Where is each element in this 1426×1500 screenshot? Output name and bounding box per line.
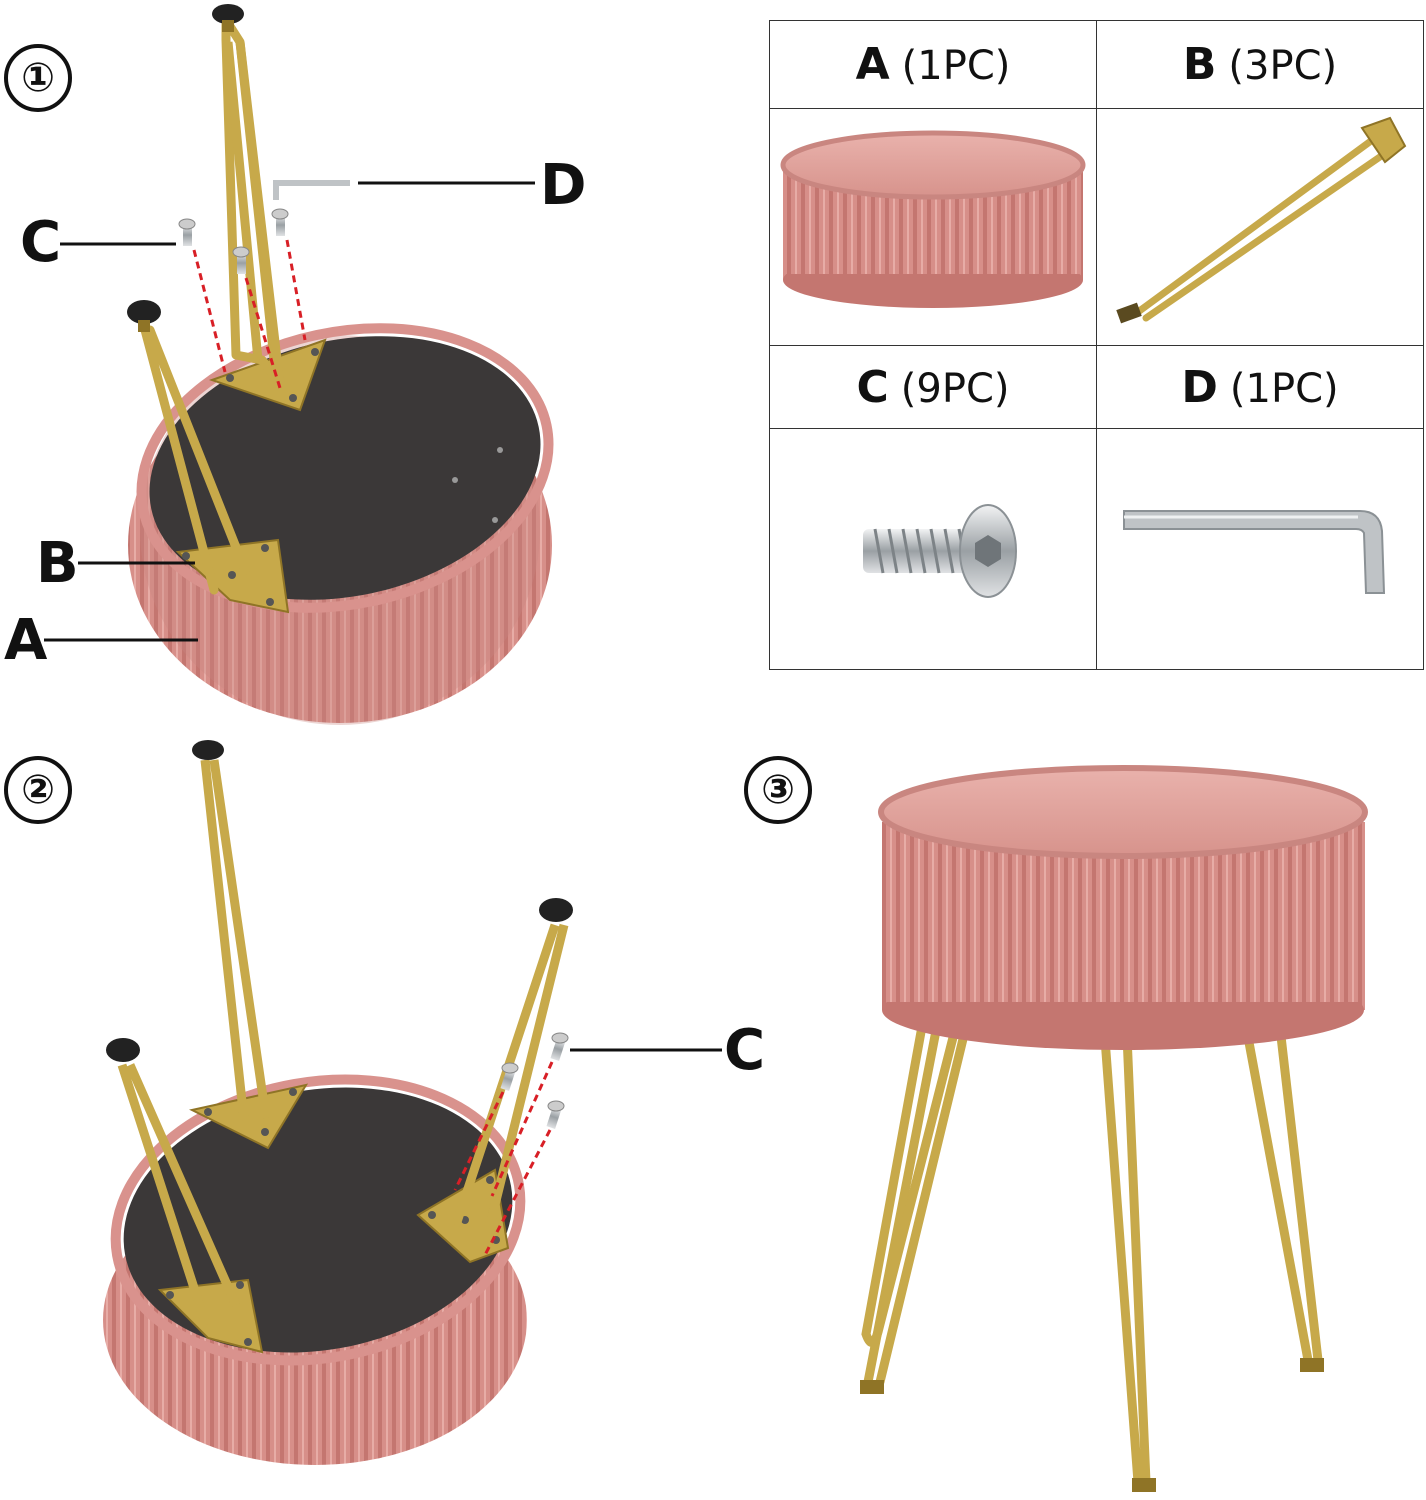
part-c-cell [769,428,1097,670]
step1-leg-left [127,300,290,614]
step1-leg-top [208,4,327,412]
label-step1-a: A [4,608,48,673]
hex-bolt-icon [863,504,1017,598]
step2-leg-left [106,1038,264,1354]
part-d-cell [1096,428,1424,670]
gold-hairpin-leg-icon [1116,116,1407,324]
step1-bolts [178,208,289,274]
step-2-badge: ② [4,756,72,824]
part-b-header: B(3PC) [1096,20,1424,109]
part-a-cell [769,108,1097,346]
step1-allen-key [273,180,350,200]
allen-key-icon [1123,510,1386,594]
step-3-badge: ③ [744,756,812,824]
label-step2-c: C [724,1018,766,1083]
part-b-cell [1096,108,1424,346]
step1-leaders [44,181,535,642]
step1-ottoman [128,323,554,725]
velvet-ottoman-seat-icon [780,130,1086,308]
step2-guide-lines [453,1061,554,1256]
step-1-badge: ① [4,44,72,112]
step3-stool [860,765,1368,1492]
parts-list-table: A(1PC) B(3PC) C(9PC) D(1PC) [769,20,1424,670]
part-a-header: A(1PC) [769,20,1097,109]
label-step1-b: B [36,531,79,596]
step2-bolts [500,1032,569,1129]
label-step1-c: C [20,210,62,275]
part-d-header: D(1PC) [1096,345,1424,429]
step1-guide-lines [192,239,307,389]
step2-leg-right [416,898,573,1264]
part-c-header: C(9PC) [769,345,1097,429]
step1-underside [149,336,541,600]
label-step1-d: D [540,153,587,218]
step2-leg-top [189,740,309,1150]
